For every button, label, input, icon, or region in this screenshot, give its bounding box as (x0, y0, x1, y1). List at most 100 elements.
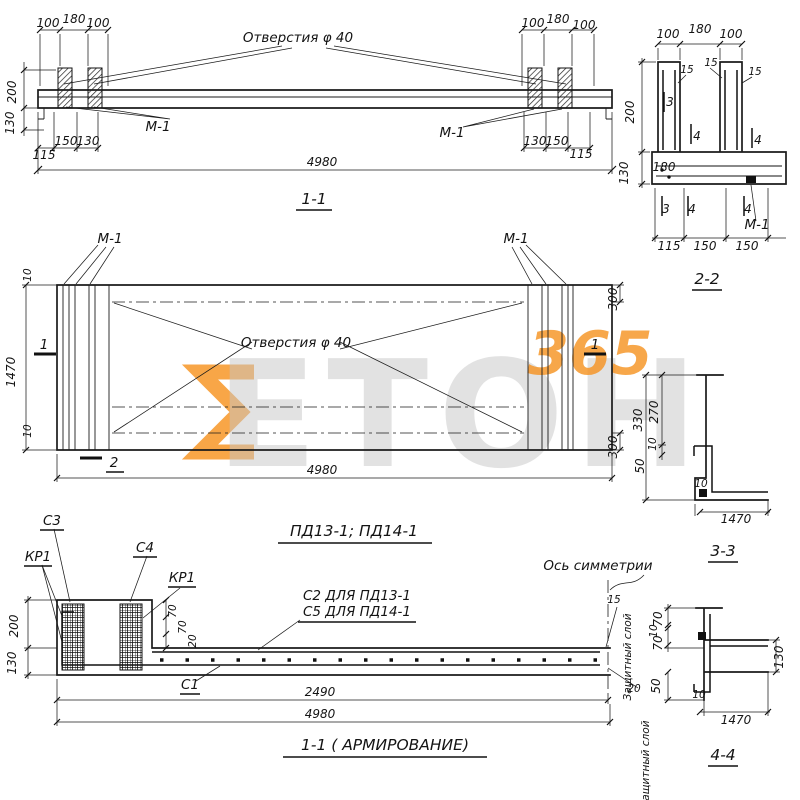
dim-label: 200 (5, 80, 19, 103)
cover-dim-label: 15 (607, 594, 621, 606)
section-2-2-view: 100 180 100 15 15 15 3 4 4 200 130 180 3… (617, 22, 787, 291)
bearing-pad (698, 632, 706, 640)
cut-mark-strokes (34, 352, 606, 460)
dim-ticks (664, 604, 780, 716)
hole-axis-lines (112, 301, 524, 434)
cut-mark-label: 1 (40, 337, 49, 353)
dim-label: 20 (187, 634, 199, 648)
cover-leader-lines (677, 67, 753, 84)
dim-label: 1470 (4, 356, 18, 387)
mesh-label: С4 (136, 540, 154, 556)
dim-label: 4980 (307, 463, 338, 477)
bar-dot (660, 168, 664, 172)
bar-mark-label: 4 (693, 129, 701, 143)
dim-ticks-left (20, 66, 28, 134)
section-title: 2-2 (694, 270, 719, 288)
dim-label: 100 (522, 16, 545, 30)
hole-leader-lines (113, 302, 523, 433)
hole-leader-lines (63, 45, 567, 85)
embed-plate (746, 176, 756, 183)
dim-label: 330 (631, 408, 645, 431)
bar-mark-ticks (661, 92, 753, 216)
dim-label: 100 (87, 16, 110, 30)
reinforcement-view: С3 КР1 С4 КР1 Ось симметрии С2 ДЛЯ ПД13-… (5, 513, 653, 800)
mesh-label: С5 ДЛЯ ПД14-1 (303, 604, 411, 620)
dim-label: 2490 (305, 685, 336, 699)
dim-lines (638, 43, 786, 242)
dim-label: 180 (689, 22, 712, 36)
dim-label: 115 (658, 239, 681, 253)
dim-label: 150 (694, 239, 717, 253)
cover-dim-label: 15 (704, 57, 718, 69)
embed-leader-lines (65, 106, 563, 128)
dim-label: 130 (524, 134, 547, 148)
cover-label: Защитный слой (640, 720, 652, 800)
bottom-mesh-bar (61, 611, 600, 666)
bar-mark-label: 4 (754, 133, 762, 147)
dim-ticks (36, 26, 598, 34)
dim-label: 130 (3, 111, 17, 134)
embed-label: М-1 (439, 125, 464, 141)
rebar-cage (61, 603, 85, 671)
dim-label: 10 (22, 268, 34, 282)
dim-label: 4980 (305, 707, 336, 721)
bar-mark-label: 4 (688, 202, 696, 216)
dim-label: 200 (623, 100, 637, 123)
dim-label: 4980 (307, 155, 338, 169)
rib-hatch (57, 67, 73, 109)
flange-rebar (656, 165, 782, 177)
dim-label: 100 (37, 16, 60, 30)
dim-ticks (22, 281, 624, 482)
dim-label: 100 (657, 27, 680, 41)
dim-label: 130 (617, 161, 631, 184)
dim-lines-bottom (37, 112, 613, 174)
dim-ticks (24, 596, 614, 726)
dim-label: 70 (651, 635, 665, 651)
cut-mark-label: 2 (110, 455, 119, 471)
dim-label: 10 (648, 624, 660, 638)
cover-dim-label: 20 (627, 683, 641, 695)
label-underlines (24, 529, 416, 695)
dim-label: 50 (649, 678, 663, 694)
dim-label: 70 (651, 611, 665, 627)
dim-label: 150 (736, 239, 759, 253)
section-title: 1-1 (301, 190, 326, 208)
frame-label: КР1 (25, 549, 51, 565)
holes-label: Отверстия φ 40 (241, 335, 351, 351)
rebar-cage (119, 603, 143, 671)
plan-view: М-1 М-1 Отверстия φ 40 300 300 10 10 147… (4, 231, 624, 544)
cut-mark-label: 1 (591, 337, 600, 353)
rib-hatch (557, 67, 573, 109)
dim-label: 10 (692, 689, 706, 701)
plan-title: ПД13-1; ПД14-1 (290, 522, 418, 540)
dim-ticks (638, 40, 772, 242)
watermark-logo-icon (181, 364, 254, 460)
bar-mark-label: 4 (744, 202, 752, 216)
rib-hatch (527, 67, 543, 109)
edge-outline (694, 374, 769, 501)
dim-label: 130 (77, 134, 100, 148)
dim-label: 200 (7, 614, 21, 637)
dim-lines (22, 284, 624, 482)
dim-label: 10 (694, 478, 708, 490)
beam-outline (37, 89, 613, 109)
label-leader-lines (41, 528, 645, 689)
dim-label: 100 (720, 27, 743, 41)
dim-ticks (642, 371, 772, 516)
dim-label: 150 (55, 134, 78, 148)
embed-label: М-1 (503, 231, 528, 247)
dim-label: 10 (647, 437, 659, 451)
dim-label: 100 (573, 18, 596, 32)
rebar-lines (662, 70, 738, 150)
mesh-label: С1 (181, 677, 199, 693)
watermark-brand: ЕТОН (216, 329, 708, 501)
edge-outline (695, 607, 769, 701)
embed-label: М-1 (145, 119, 170, 135)
bar-dot (667, 175, 671, 179)
cover-dim-label: 15 (680, 64, 694, 76)
bar-mark-label: 3 (662, 202, 670, 216)
rebar-hook (693, 614, 768, 693)
rib-hatch (87, 67, 103, 109)
